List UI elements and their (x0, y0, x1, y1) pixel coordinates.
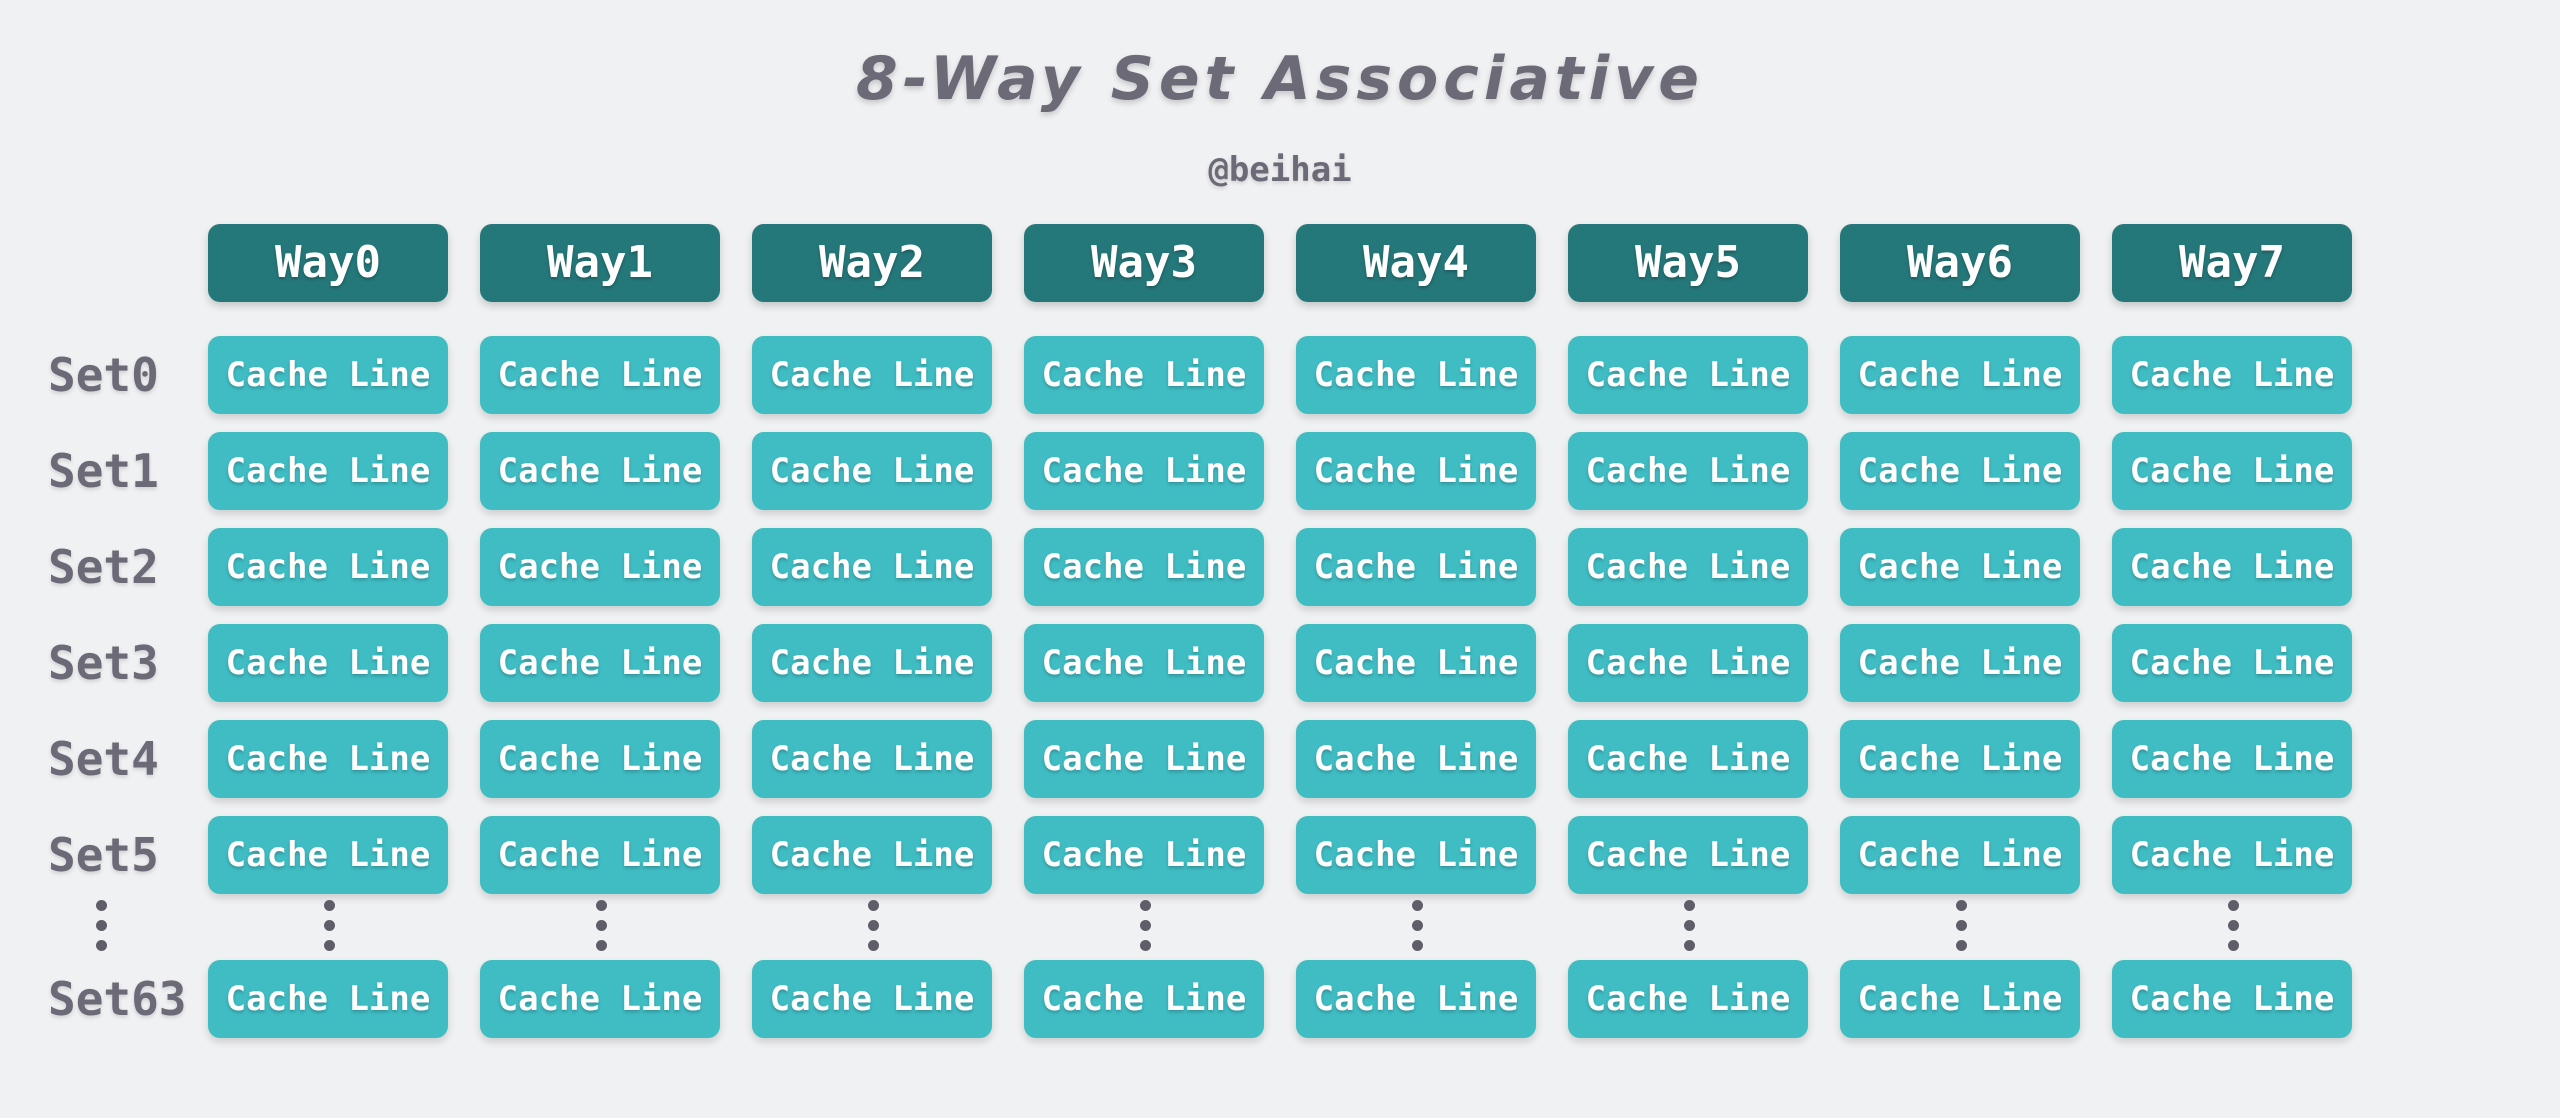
way-header-7: Way7 (2112, 224, 2352, 302)
cache-line-cell: Cache Line (1840, 432, 2080, 510)
cache-line-cell: Cache Line (752, 432, 992, 510)
cache-line-cell: Cache Line (208, 432, 448, 510)
cache-line-cell: Cache Line (480, 960, 720, 1038)
cache-line-cell: Cache Line (1024, 624, 1264, 702)
set-label-set1: Set1 (48, 444, 159, 498)
cache-line-cell: Cache Line (208, 336, 448, 414)
column-ellipsis-icon (1140, 898, 1152, 954)
cache-line-cell: Cache Line (208, 624, 448, 702)
cache-line-cell: Cache Line (1840, 720, 2080, 798)
column-ellipsis-icon (868, 898, 880, 954)
cache-line-cell: Cache Line (1568, 624, 1808, 702)
cache-line-cell: Cache Line (2112, 336, 2352, 414)
cache-line-cell: Cache Line (1840, 336, 2080, 414)
cache-line-cell: Cache Line (208, 816, 448, 894)
cache-line-cell: Cache Line (480, 336, 720, 414)
column-ellipsis-icon (1412, 898, 1424, 954)
cache-line-cell: Cache Line (1840, 960, 2080, 1038)
way-header-0: Way0 (208, 224, 448, 302)
cache-line-cell: Cache Line (480, 624, 720, 702)
cache-line-cell: Cache Line (208, 960, 448, 1038)
column-ellipsis-icon (1684, 898, 1696, 954)
cache-line-cell: Cache Line (1024, 432, 1264, 510)
cache-line-cell: Cache Line (1568, 336, 1808, 414)
column-ellipsis-icon (324, 898, 336, 954)
cache-line-cell: Cache Line (752, 528, 992, 606)
cache-line-cell: Cache Line (1568, 720, 1808, 798)
set-label-set63: Set63 (48, 972, 187, 1026)
cache-line-cell: Cache Line (1296, 960, 1536, 1038)
cache-line-cell: Cache Line (1568, 432, 1808, 510)
cache-line-cell: Cache Line (1296, 528, 1536, 606)
cache-line-cell: Cache Line (752, 624, 992, 702)
cache-line-cell: Cache Line (1296, 336, 1536, 414)
cache-line-cell: Cache Line (480, 432, 720, 510)
cache-line-cell: Cache Line (480, 528, 720, 606)
cache-line-cell: Cache Line (480, 816, 720, 894)
cache-line-cell: Cache Line (480, 720, 720, 798)
set-label-set5: Set5 (48, 828, 159, 882)
cache-line-cell: Cache Line (1296, 816, 1536, 894)
way-header-3: Way3 (1024, 224, 1264, 302)
cache-line-cell: Cache Line (2112, 960, 2352, 1038)
way-header-4: Way4 (1296, 224, 1536, 302)
cache-line-cell: Cache Line (2112, 816, 2352, 894)
set-label-set0: Set0 (48, 348, 159, 402)
cache-line-cell: Cache Line (1024, 960, 1264, 1038)
cache-line-cell: Cache Line (2112, 624, 2352, 702)
cache-line-cell: Cache Line (752, 960, 992, 1038)
way-header-5: Way5 (1568, 224, 1808, 302)
set-label-set4: Set4 (48, 732, 159, 786)
cache-line-cell: Cache Line (1024, 336, 1264, 414)
author-credit: @beihai (1208, 150, 1352, 190)
cache-line-cell: Cache Line (208, 528, 448, 606)
cache-line-cell: Cache Line (1840, 624, 2080, 702)
cache-line-cell: Cache Line (1568, 960, 1808, 1038)
cache-line-cell: Cache Line (1296, 624, 1536, 702)
diagram-title: 8-Way Set Associative (856, 44, 1704, 114)
cache-line-cell: Cache Line (1568, 528, 1808, 606)
set-label-set3: Set3 (48, 636, 159, 690)
cache-line-cell: Cache Line (752, 720, 992, 798)
cache-line-cell: Cache Line (2112, 720, 2352, 798)
column-ellipsis-icon (2228, 898, 2240, 954)
cache-line-cell: Cache Line (1840, 816, 2080, 894)
cache-line-cell: Cache Line (752, 816, 992, 894)
cache-line-cell: Cache Line (1568, 816, 1808, 894)
set-ellipsis-icon (96, 898, 108, 954)
cache-line-cell: Cache Line (1024, 528, 1264, 606)
way-header-1: Way1 (480, 224, 720, 302)
set-label-set2: Set2 (48, 540, 159, 594)
cache-line-cell: Cache Line (1296, 432, 1536, 510)
way-header-2: Way2 (752, 224, 992, 302)
cache-line-cell: Cache Line (2112, 432, 2352, 510)
cache-line-cell: Cache Line (1296, 720, 1536, 798)
cache-line-cell: Cache Line (2112, 528, 2352, 606)
column-ellipsis-icon (1956, 898, 1968, 954)
cache-line-cell: Cache Line (752, 336, 992, 414)
cache-line-cell: Cache Line (1840, 528, 2080, 606)
way-header-6: Way6 (1840, 224, 2080, 302)
cache-line-cell: Cache Line (1024, 720, 1264, 798)
column-ellipsis-icon (596, 898, 608, 954)
cache-line-cell: Cache Line (208, 720, 448, 798)
cache-line-cell: Cache Line (1024, 816, 1264, 894)
